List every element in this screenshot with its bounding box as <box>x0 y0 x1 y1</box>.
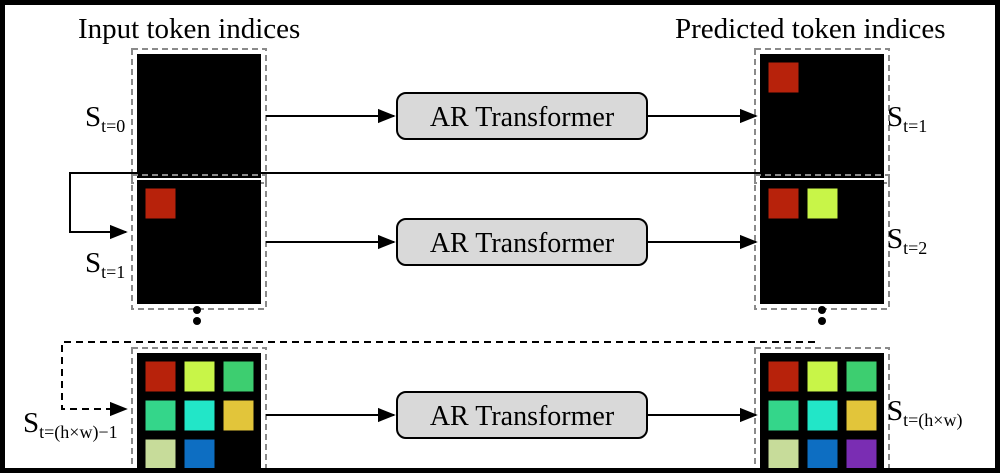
output-grid-0-token-cell <box>806 139 839 172</box>
state-label-input-2: St=(h×w)−1 <box>23 407 118 443</box>
output-grid-1-token-cell <box>767 187 800 220</box>
ellipsis-dot-1 <box>818 306 826 314</box>
output-grid-2-dashed-frame <box>754 347 890 468</box>
ellipsis-dot-1 <box>818 295 826 303</box>
ellipsis-dot-1 <box>818 317 826 325</box>
input-grid-1-token-cell <box>144 187 177 220</box>
output-grid-2-token-cell <box>767 438 800 468</box>
output-grid-1-token-cell <box>845 226 878 259</box>
input-grid-0-token-cell <box>222 61 255 94</box>
input-grid-0-token-cell <box>144 139 177 172</box>
state-subscript: t=2 <box>903 238 928 258</box>
output-grid-0-token-cell <box>845 139 878 172</box>
input-grid-1-token-cell <box>183 265 216 298</box>
input-grid-1-token-cell <box>222 265 255 298</box>
input-grid-2-token-cell <box>183 399 216 432</box>
output-grid-1-token-cell <box>767 226 800 259</box>
output-grid-2-token-cell <box>767 399 800 432</box>
state-subscript: t=1 <box>903 116 928 136</box>
input-column-title: Input token indices <box>78 13 301 45</box>
output-grid-2-token-cell <box>845 438 878 468</box>
state-base: S <box>23 407 40 439</box>
state-label-input-1: St=1 <box>85 247 125 283</box>
ellipsis-dot-0 <box>193 295 201 303</box>
input-grid-2-token-cell <box>144 438 177 468</box>
input-grid-2-token-cell <box>222 399 255 432</box>
output-grid-1-token-cell <box>845 187 878 220</box>
input-grid-0-token-cell <box>183 100 216 133</box>
output-grid-1-token-cell <box>845 265 878 298</box>
output-grid-0-token-cell <box>845 100 878 133</box>
input-grid-2-token-cell <box>222 360 255 393</box>
input-grid-1-token-cell <box>144 226 177 259</box>
transformer-label-0: AR Transformer <box>430 102 615 133</box>
output-grid-2-token-cell <box>806 438 839 468</box>
input-grid-0-token-cell <box>222 100 255 133</box>
transformer-box-1 <box>396 218 648 266</box>
state-label-output-0: St=1 <box>887 101 927 137</box>
output-grid-2-token-cell <box>806 399 839 432</box>
output-grid-1-token-cell <box>806 226 839 259</box>
state-base: S <box>887 101 904 133</box>
state-subscript: t=0 <box>101 116 126 136</box>
output-grid-1-token-cell <box>767 265 800 298</box>
output-grid-2-token-cell <box>767 360 800 393</box>
state-label-input-0: St=0 <box>85 101 125 137</box>
input-grid-2-token-cell <box>183 438 216 468</box>
output-grid-2-token-cell <box>845 360 878 393</box>
output-grid-0-token-cell <box>767 100 800 133</box>
transformer-label-2: AR Transformer <box>430 401 615 432</box>
state-label-output-2: St=(h×w) <box>887 395 962 431</box>
ellipsis-dot-0 <box>193 317 201 325</box>
input-grid-2-token-cell <box>144 399 177 432</box>
transformer-box-0 <box>396 92 648 140</box>
feedback-arrow-solid <box>69 168 821 240</box>
state-base: S <box>85 247 102 279</box>
state-base: S <box>887 223 904 255</box>
state-subscript: t=(h×w) <box>903 410 963 430</box>
input-grid-0-token-cell <box>144 100 177 133</box>
output-grid-0-token-cell <box>767 61 800 94</box>
state-base: S <box>85 101 102 133</box>
output-grid-0-token-cell <box>767 139 800 172</box>
ellipsis-dot-0 <box>193 306 201 314</box>
input-grid-2-token-cell <box>183 360 216 393</box>
state-base: S <box>887 395 904 427</box>
input-grid-1-token-cell <box>183 187 216 220</box>
input-grid-2-token-cell <box>222 438 255 468</box>
diagram-svg: AR Transformer AR Transformer AR Transform… <box>61 48 890 468</box>
input-grid-1-token-cell <box>222 187 255 220</box>
output-grid-0-token-cell <box>806 100 839 133</box>
input-grid-0-token-cell <box>144 61 177 94</box>
input-grid-0-token-cell <box>222 139 255 172</box>
diagram-canvas: AR Transformer AR Transformer AR Transform… <box>5 5 995 468</box>
output-grid-1-token-cell <box>806 265 839 298</box>
state-label-output-1: St=2 <box>887 223 927 259</box>
input-grid-1-token-cell <box>222 226 255 259</box>
input-grid-0-token-cell <box>183 61 216 94</box>
input-grid-0-token-cell <box>183 139 216 172</box>
transformer-box-2 <box>396 391 648 439</box>
input-grid-1-token-cell <box>183 226 216 259</box>
output-grid-2-token-cell <box>806 360 839 393</box>
output-column-title: Predicted token indices <box>675 13 946 45</box>
feedback-arrow-dashed <box>61 341 815 417</box>
output-grid-1-token-cell <box>806 187 839 220</box>
input-grid-1-token-cell <box>144 265 177 298</box>
state-subscript: t=(h×w)−1 <box>39 422 118 442</box>
output-grid-2-token-cell <box>845 399 878 432</box>
output-grid-0-token-cell <box>806 61 839 94</box>
transformer-label-1: AR Transformer <box>430 228 615 259</box>
output-grid-0-token-cell <box>845 61 878 94</box>
input-grid-2-token-cell <box>144 360 177 393</box>
state-subscript: t=1 <box>101 262 126 282</box>
